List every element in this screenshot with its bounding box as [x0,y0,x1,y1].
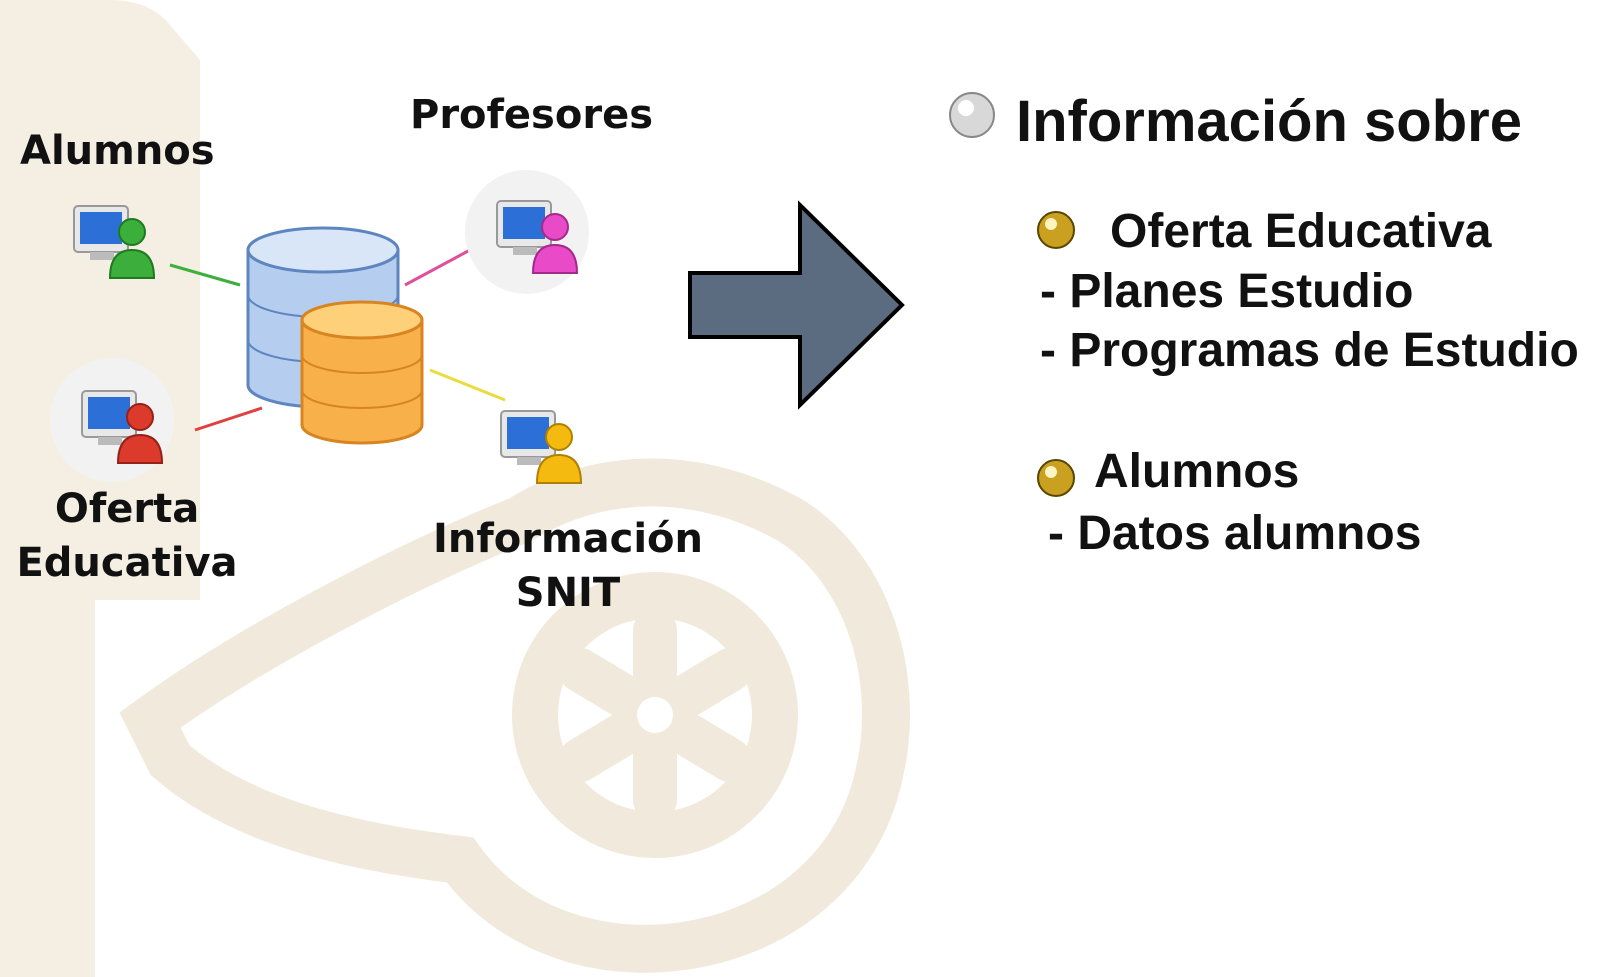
database-icon [246,226,424,445]
user-computer-icon-profesores [496,200,579,274]
user-computer-icon-oferta [81,390,164,464]
node-label-oferta-line2: Educativa [16,540,238,586]
info-oferta-heading: Oferta Educativa [1110,205,1492,258]
node-label-oferta-line1: Oferta [54,486,200,532]
node-label-profesores: Profesores [410,92,654,138]
info-datos: - Datos alumnos [1048,507,1422,560]
right-arrow-icon [688,200,905,410]
node-label-alumnos: Alumnos [20,128,215,174]
node-label-snit-line2: SNIT [515,570,621,616]
info-programas: - Programas de Estudio [1040,324,1579,377]
info-title: Información sobre [1016,89,1522,154]
user-computer-icon-snit [500,410,583,484]
connector-snit [429,368,506,402]
info-alumnos-heading: Alumnos [1094,445,1300,498]
node-label-snit: Información SNIT [418,512,718,620]
bullet-icon-alumnos [1037,459,1075,497]
node-label-snit-line1: Información [432,516,704,562]
connector-profesores [404,248,471,287]
bullet-icon-title [949,92,995,138]
connector-oferta [194,406,263,432]
info-planes: - Planes Estudio [1040,265,1414,318]
bullet-icon-oferta [1037,211,1075,249]
connector-alumnos [169,263,241,287]
node-label-oferta: Oferta Educativa [12,482,242,590]
user-computer-icon-alumnos [73,205,156,279]
